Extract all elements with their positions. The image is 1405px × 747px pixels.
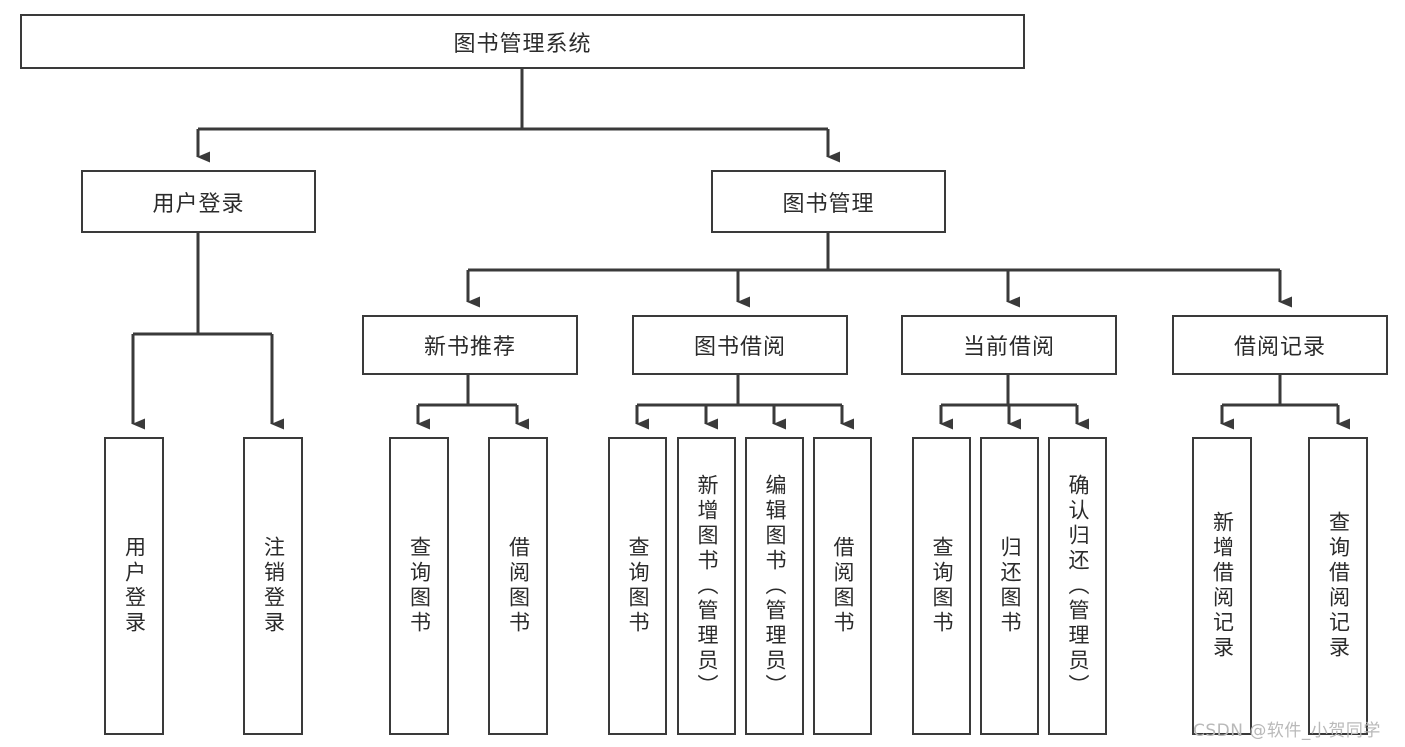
node-leaf-logout-label: 注销登录 (261, 536, 286, 636)
node-leaf-query-borrow-record-label: 查询借阅记录 (1326, 511, 1351, 661)
node-leaf-user-login[interactable]: 用户登录 (104, 437, 164, 735)
node-book-borrow-label: 图书借阅 (693, 335, 786, 360)
watermark: CSDN @软件_小贺同学 (1193, 721, 1381, 741)
node-leaf-recommend-query-book[interactable]: 查询图书 (389, 437, 449, 735)
node-user-login-label: 用户登录 (152, 191, 245, 217)
node-new-book-recommend[interactable]: 新书推荐 (362, 315, 578, 375)
node-book-management[interactable]: 图书管理 (711, 170, 946, 233)
node-current-borrow[interactable]: 当前借阅 (901, 315, 1117, 375)
node-book-borrow[interactable]: 图书借阅 (632, 315, 848, 375)
node-leaf-confirm-return-admin[interactable]: 确认归还（管理员） (1048, 437, 1107, 735)
node-leaf-add-book-admin-label: 新增图书（管理员） (695, 473, 719, 699)
node-leaf-borrow-query-book-label: 查询图书 (626, 536, 650, 636)
node-current-borrow-label: 当前借阅 (962, 335, 1055, 360)
node-leaf-add-borrow-record[interactable]: 新增借阅记录 (1192, 437, 1252, 735)
node-user-login[interactable]: 用户登录 (81, 170, 316, 233)
node-leaf-confirm-return-admin-label: 确认归还（管理员） (1066, 473, 1090, 699)
node-leaf-add-borrow-record-label: 新增借阅记录 (1210, 511, 1235, 661)
node-leaf-edit-book-admin[interactable]: 编辑图书（管理员） (745, 437, 804, 735)
node-leaf-add-book-admin[interactable]: 新增图书（管理员） (677, 437, 736, 735)
node-leaf-recommend-query-book-label: 查询图书 (407, 536, 432, 636)
node-leaf-edit-book-admin-label: 编辑图书（管理员） (763, 473, 787, 699)
node-leaf-borrow-book[interactable]: 借阅图书 (813, 437, 872, 735)
node-leaf-current-query-book[interactable]: 查询图书 (912, 437, 971, 735)
node-leaf-return-book[interactable]: 归还图书 (980, 437, 1039, 735)
node-leaf-user-login-label: 用户登录 (122, 536, 147, 636)
node-leaf-logout[interactable]: 注销登录 (243, 437, 303, 735)
node-new-book-recommend-label: 新书推荐 (423, 335, 516, 360)
node-borrow-record[interactable]: 借阅记录 (1172, 315, 1388, 375)
node-root-label: 图书管理系统 (453, 31, 592, 57)
node-leaf-borrow-query-book[interactable]: 查询图书 (608, 437, 667, 735)
node-root[interactable]: 图书管理系统 (20, 14, 1025, 69)
node-leaf-return-book-label: 归还图书 (998, 536, 1022, 636)
node-borrow-record-label: 借阅记录 (1233, 335, 1326, 360)
node-leaf-borrow-book-label: 借阅图书 (831, 536, 855, 636)
node-book-management-label: 图书管理 (782, 191, 875, 217)
node-leaf-recommend-borrow-book-label: 借阅图书 (506, 536, 531, 636)
node-leaf-recommend-borrow-book[interactable]: 借阅图书 (488, 437, 548, 735)
node-leaf-current-query-book-label: 查询图书 (930, 536, 954, 636)
node-leaf-query-borrow-record[interactable]: 查询借阅记录 (1308, 437, 1368, 735)
